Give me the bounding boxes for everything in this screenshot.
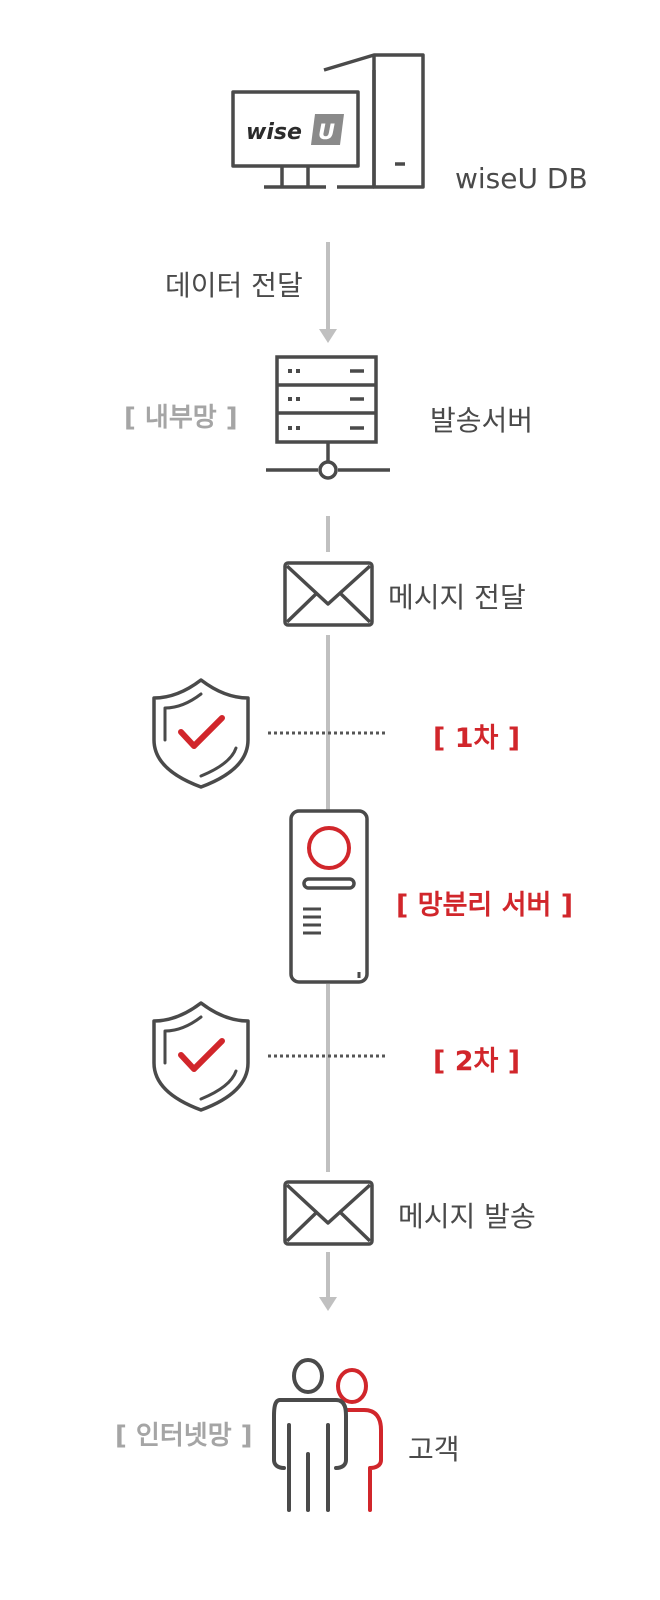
server-rack-icon [266,355,390,480]
separation-server-label: [ 망분리 서버 ] [396,890,574,921]
message-transfer-label: 메시지 전달 [388,581,526,614]
db-label: wiseU DB [455,162,588,195]
envelope-icon-2 [283,1180,374,1246]
wiseu-logo: wise U [246,114,344,145]
logo-word: wise [246,120,302,145]
people-icon [272,1358,383,1512]
tower-server-icon [289,809,369,984]
first-check-label: [ 1차 ] [433,723,521,754]
server-rack-dots [288,369,300,430]
data-transfer-label: 데이터 전달 [165,269,303,302]
logo-letter: U [318,120,335,144]
internal-network-zone-label: [ 내부망 ] [124,403,238,433]
shield-check-icon-1 [152,678,250,789]
second-check-label: [ 2차 ] [433,1046,521,1077]
customer-label: 고객 [408,1433,460,1466]
shield-check-icon-2 [152,1001,250,1112]
message-send-label: 메시지 발송 [398,1200,536,1233]
internet-zone-label: [ 인터넷망 ] [115,1421,253,1451]
connector-db-to-server [319,242,337,343]
envelope-icon [283,561,374,627]
connector-envelope-to-customer [319,1252,337,1311]
send-server-label: 발송서버 [430,404,534,437]
